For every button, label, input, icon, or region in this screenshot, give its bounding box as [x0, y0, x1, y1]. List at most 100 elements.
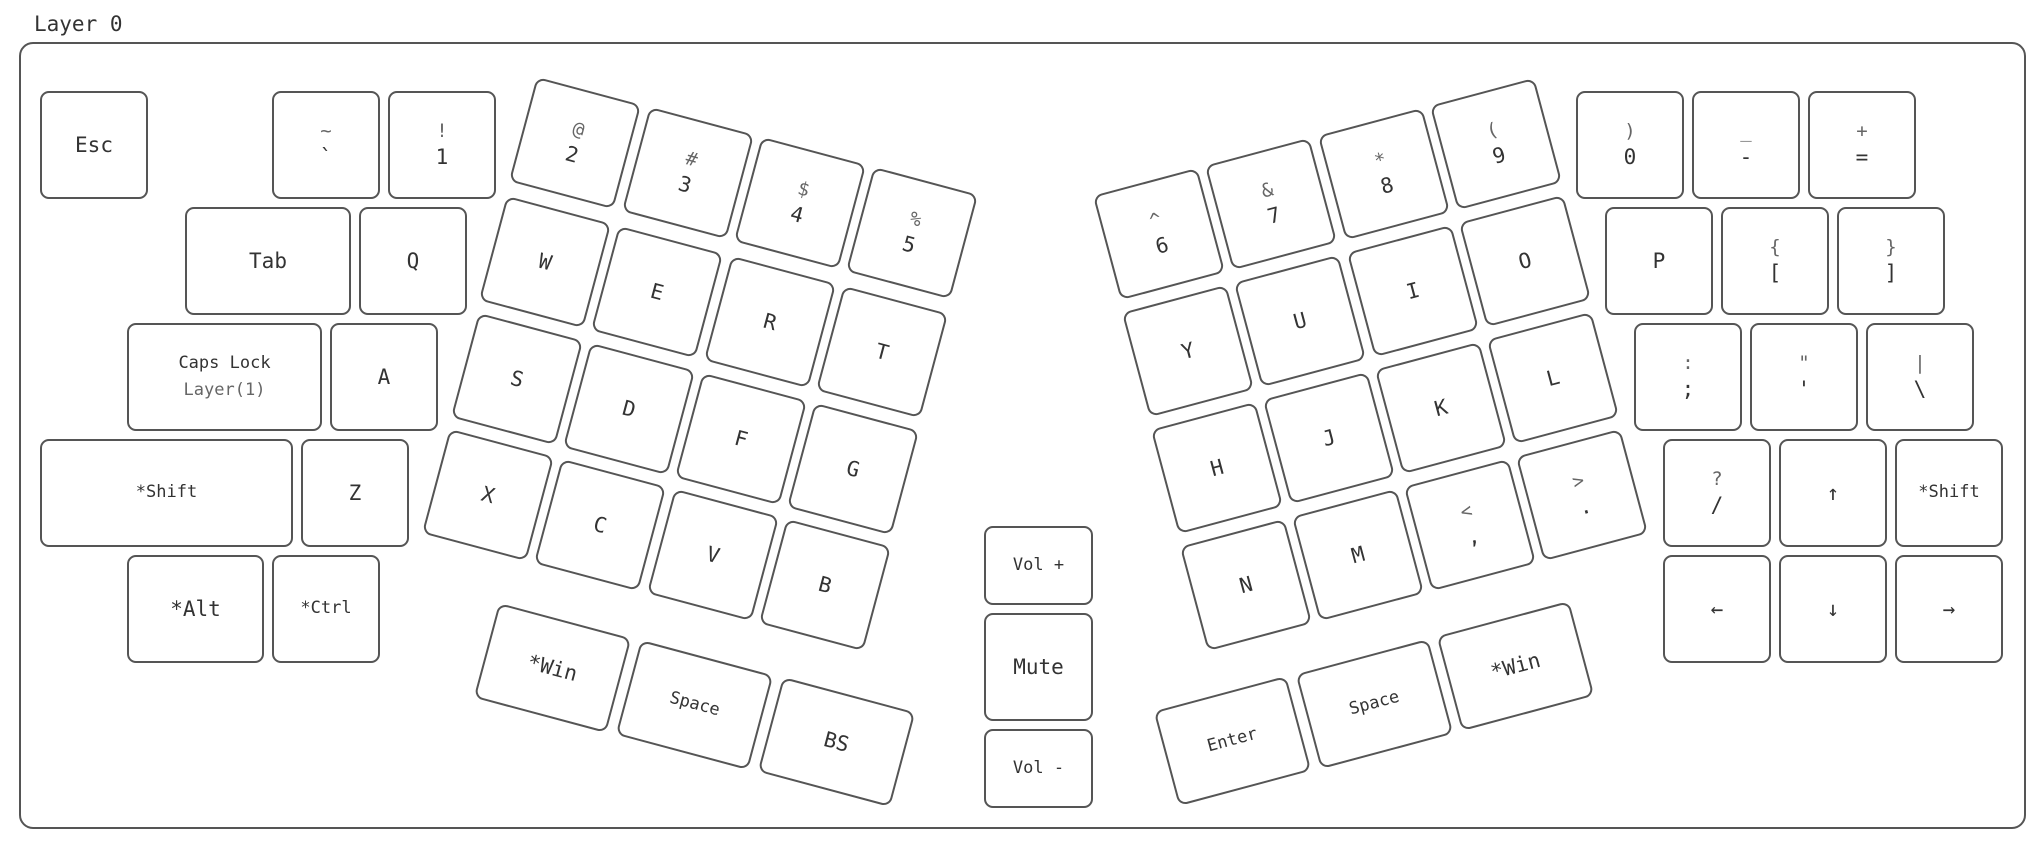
key-label: *Alt: [170, 596, 221, 621]
key-shift-label: {: [1769, 236, 1781, 258]
key-shift-label: $: [795, 177, 812, 202]
key-backslash[interactable]: | \: [1866, 323, 1974, 431]
key-shift-label: %: [907, 207, 924, 232]
key-arrow-right[interactable]: →: [1895, 555, 2003, 663]
key-shift-label: !: [436, 120, 448, 142]
key-label: J: [1319, 424, 1339, 452]
key-shift-label: }: [1885, 236, 1897, 258]
key-volume-up[interactable]: Vol +: [984, 526, 1093, 605]
key-label: 8: [1377, 172, 1397, 199]
key-label: 0: [1623, 144, 1637, 169]
key-label: W: [535, 248, 555, 276]
key-label: Vol +: [1012, 554, 1065, 575]
keyboard-outline: [19, 42, 2026, 829]
key-arrow-up[interactable]: ↑: [1779, 439, 1887, 547]
key-label: *Ctrl: [300, 598, 352, 619]
key-label: *Win: [1487, 647, 1543, 685]
key-label: *Shift: [1918, 482, 1980, 503]
key-left-ctrl[interactable]: *Ctrl: [272, 555, 380, 663]
key-right-shift[interactable]: *Shift: [1895, 439, 2003, 547]
key-tab[interactable]: Tab: [185, 207, 351, 315]
key-slash[interactable]: ? /: [1663, 439, 1771, 547]
key-label: E: [647, 278, 667, 306]
key-shift-label: +: [1856, 120, 1868, 142]
key-label: G: [843, 455, 863, 483]
key-semicolon[interactable]: : ;: [1634, 323, 1742, 431]
layer-title: Layer 0: [34, 12, 123, 36]
key-label: P: [1652, 248, 1666, 273]
key-label: *Win: [524, 649, 581, 687]
key-grave[interactable]: ~ `: [272, 91, 380, 199]
key-label: O: [1515, 247, 1535, 275]
key-label: 7: [1264, 202, 1284, 229]
key-label: Enter: [1205, 724, 1260, 757]
key-label: V: [703, 541, 723, 569]
key-label: F: [731, 425, 751, 453]
key-q[interactable]: Q: [359, 207, 467, 315]
key-shift-label: <: [1457, 499, 1475, 524]
key-label: \: [1913, 376, 1927, 401]
key-label: ,: [1463, 523, 1483, 550]
key-label: 3: [675, 171, 695, 198]
key-shift-label: &: [1258, 178, 1276, 203]
key-label: `: [319, 144, 333, 169]
key-equal[interactable]: + =: [1808, 91, 1916, 199]
key-label: I: [1403, 277, 1423, 305]
key-left-shift[interactable]: *Shift: [40, 439, 293, 547]
key-shift-label: >: [1569, 469, 1587, 494]
key-label: X: [478, 481, 498, 509]
key-label: B: [815, 571, 835, 599]
key-label: ;: [1681, 376, 1695, 401]
key-label: 5: [899, 231, 919, 258]
key-0[interactable]: ) 0: [1576, 91, 1684, 199]
key-shift-label: (: [1483, 118, 1501, 143]
key-arrow-left[interactable]: ←: [1663, 555, 1771, 663]
key-volume-down[interactable]: Vol -: [984, 729, 1093, 808]
key-right-bracket[interactable]: } ]: [1837, 207, 1945, 315]
key-label: .: [1575, 493, 1595, 520]
key-label: 2: [562, 141, 582, 168]
key-label: K: [1431, 394, 1451, 422]
key-label: 9: [1489, 142, 1509, 169]
key-shift-label: :: [1682, 352, 1694, 374]
key-label: D: [619, 395, 639, 423]
key-minus[interactable]: _ -: [1692, 91, 1800, 199]
key-label: H: [1207, 454, 1227, 482]
key-hold-label: Layer(1): [183, 380, 266, 400]
key-label: Mute: [1013, 654, 1064, 679]
key-label: L: [1543, 364, 1563, 392]
key-label: 1: [435, 144, 449, 169]
key-label: ': [1797, 376, 1811, 401]
key-label: S: [507, 365, 527, 393]
arrow-right-icon: →: [1942, 596, 1956, 621]
key-esc[interactable]: Esc: [40, 91, 148, 199]
key-quote[interactable]: " ': [1750, 323, 1858, 431]
key-label: M: [1348, 541, 1368, 569]
key-shift-label: _: [1740, 120, 1752, 142]
key-a[interactable]: A: [330, 323, 438, 431]
key-shift-label: ^: [1146, 208, 1164, 233]
key-label: -: [1739, 144, 1753, 169]
key-label: *Shift: [135, 482, 198, 503]
key-z[interactable]: Z: [301, 439, 409, 547]
key-1[interactable]: ! 1: [388, 91, 496, 199]
key-label: Space: [667, 688, 722, 721]
key-label: Y: [1178, 337, 1198, 365]
key-left-bracket[interactable]: { [: [1721, 207, 1829, 315]
key-label: Caps Lock: [178, 352, 271, 373]
arrow-up-icon: ↑: [1826, 480, 1840, 505]
key-mute[interactable]: Mute: [984, 613, 1093, 721]
arrow-left-icon: ←: [1710, 596, 1724, 621]
key-label: Vol -: [1012, 757, 1065, 778]
key-shift-label: ): [1624, 120, 1636, 142]
key-shift-label: ~: [320, 120, 332, 142]
key-caps-lock[interactable]: Caps Lock Layer(1): [127, 323, 322, 431]
key-label: [: [1768, 260, 1782, 285]
key-label: T: [872, 338, 892, 366]
key-left-alt[interactable]: *Alt: [127, 555, 264, 663]
key-label: Tab: [249, 248, 287, 273]
key-label: Q: [406, 248, 420, 273]
key-label: U: [1290, 307, 1310, 335]
key-arrow-down[interactable]: ↓: [1779, 555, 1887, 663]
key-p[interactable]: P: [1605, 207, 1713, 315]
